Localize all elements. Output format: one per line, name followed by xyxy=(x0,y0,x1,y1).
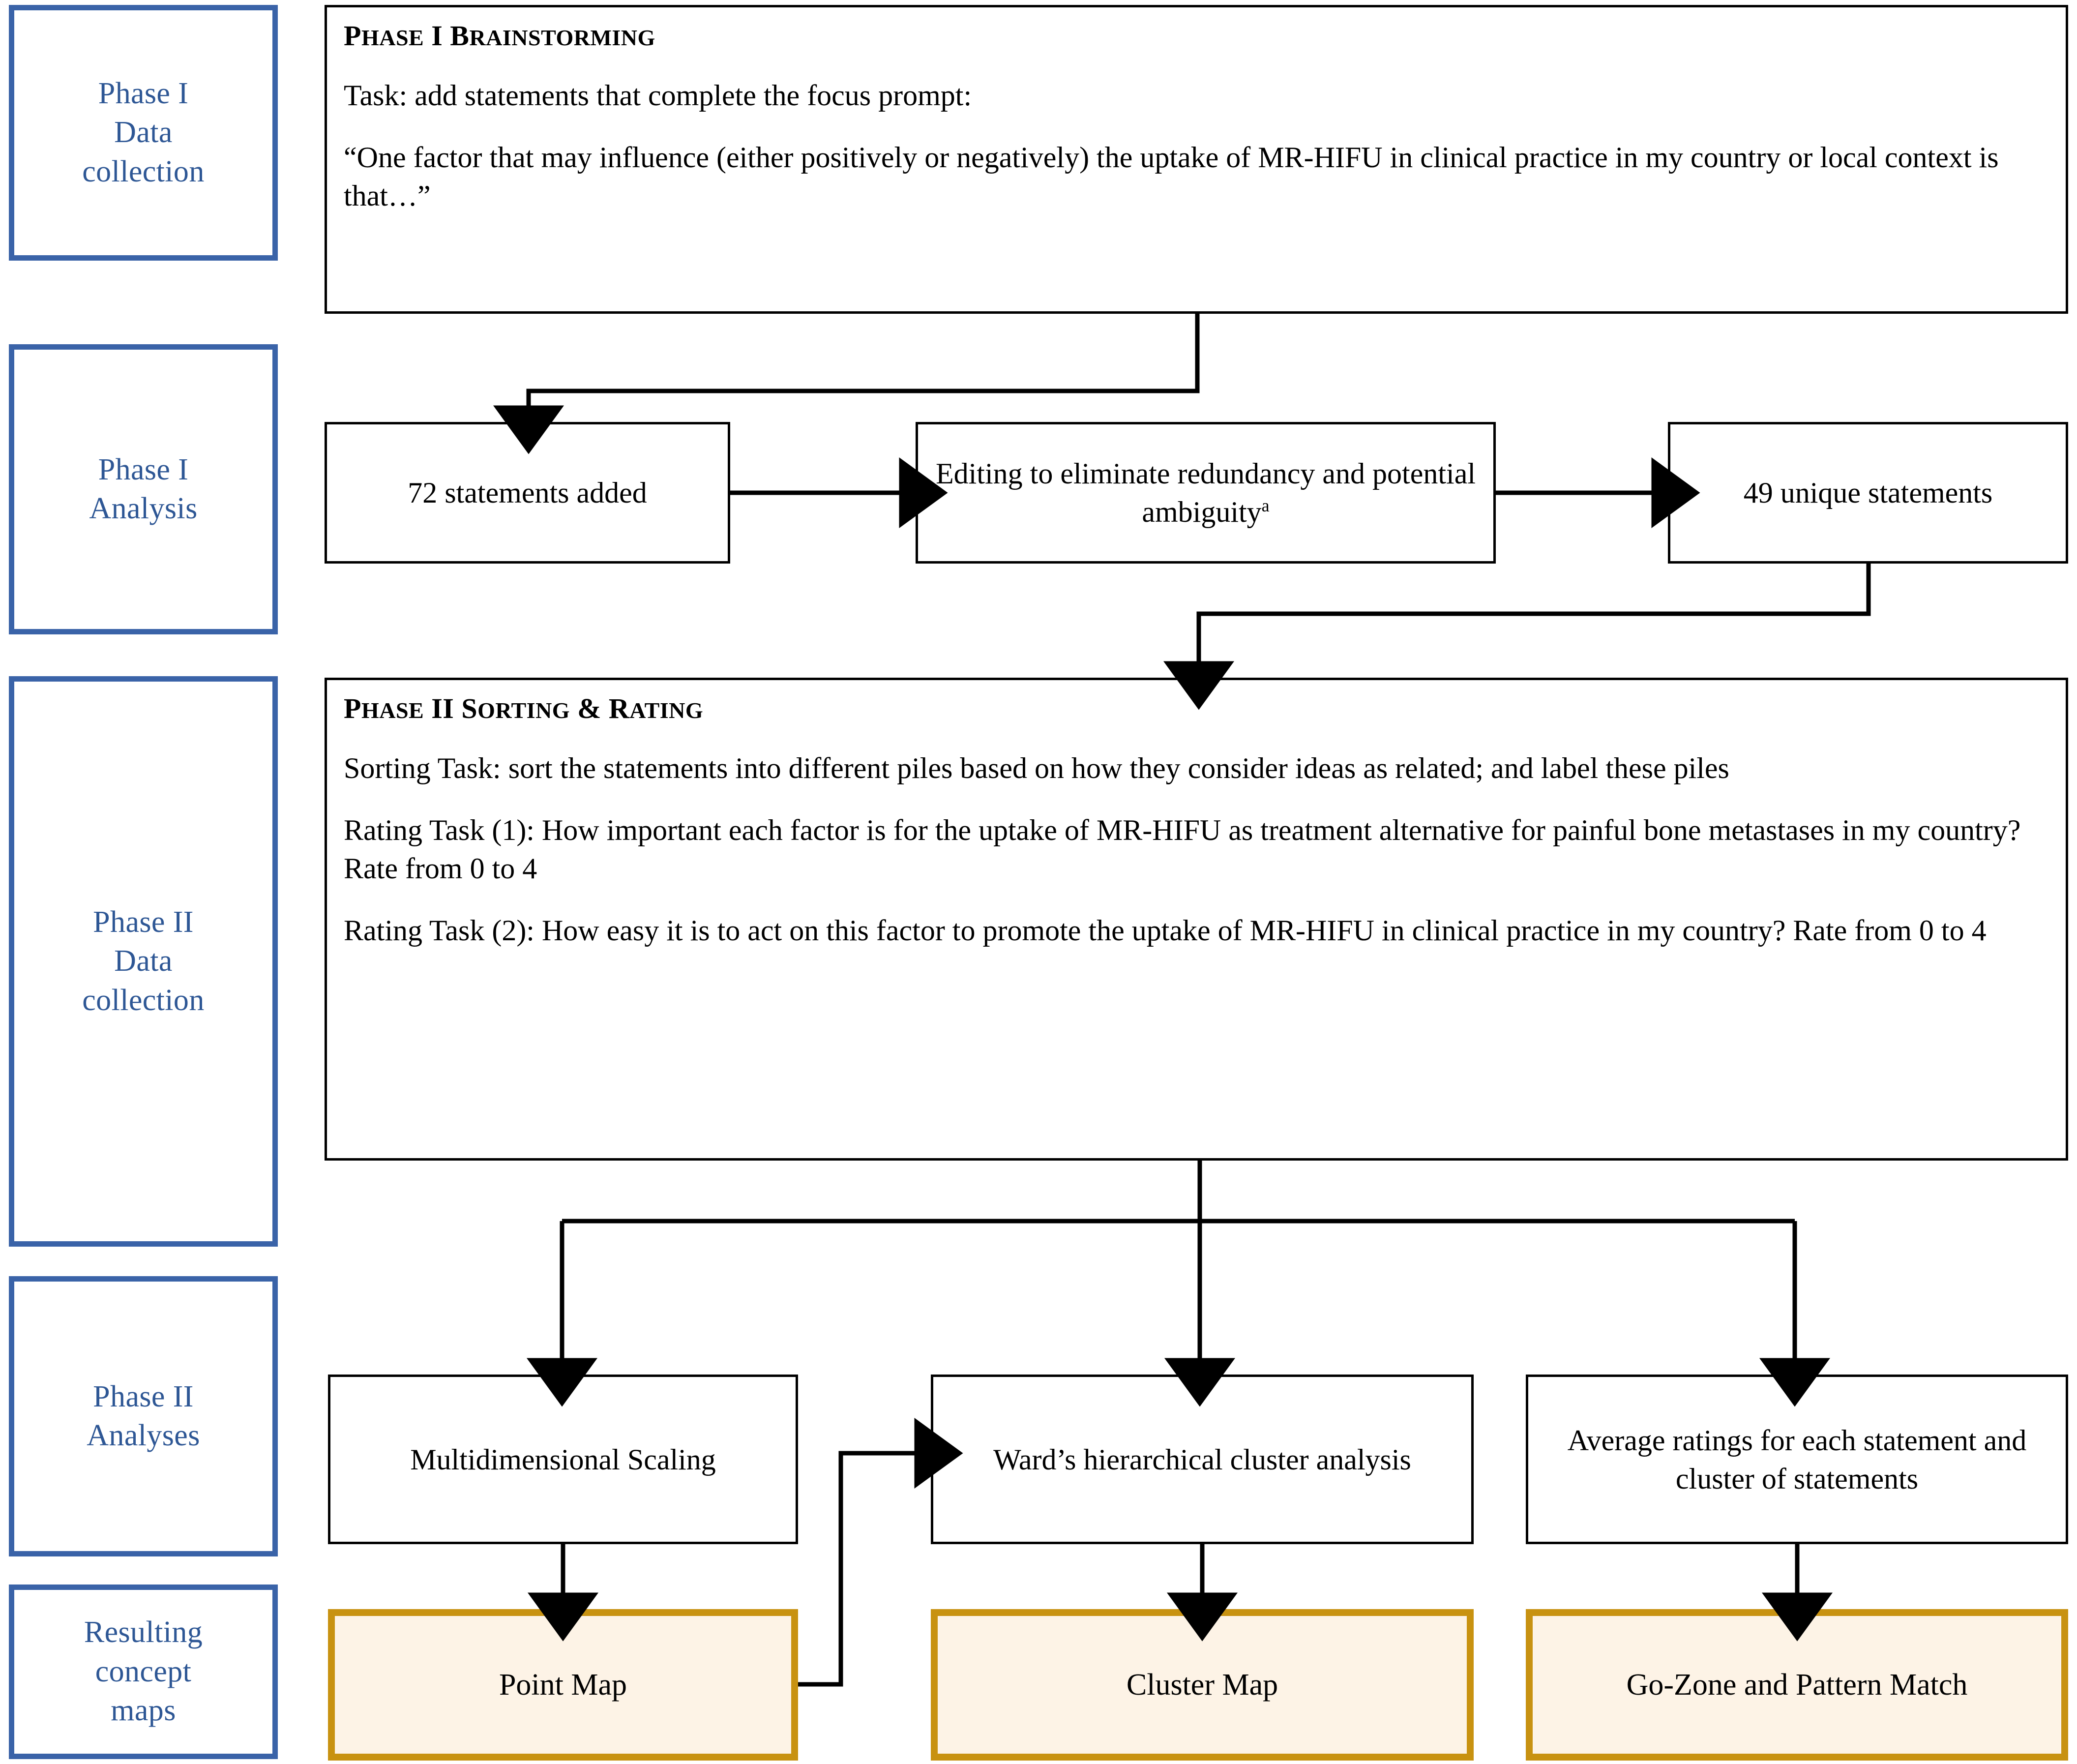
box-ward-cluster-analysis: Ward’s hierarchical cluster analysis xyxy=(931,1375,1474,1544)
phase2-sorting-rating-panel: PHASE II SORTING & RATING Sorting Task: … xyxy=(325,678,2068,1161)
box-label: 49 unique statements xyxy=(1743,477,1993,509)
connector-49statements-to-phase2 xyxy=(1163,564,1871,710)
footnote-marker-a: a xyxy=(1261,496,1270,515)
box-49-unique-statements: 49 unique statements xyxy=(1668,422,2068,564)
box-average-ratings: Average ratings for each statement and c… xyxy=(1526,1375,2068,1544)
box-label: Average ratings for each statement and c… xyxy=(1567,1424,2027,1495)
phase1-prompt-text: “One factor that may influence (either p… xyxy=(344,141,1999,212)
phase2-panel-header: PHASE II SORTING & RATING xyxy=(344,692,704,724)
connector-phase1-to-72statements xyxy=(493,314,1200,454)
result-label: Cluster Map xyxy=(1126,1668,1278,1702)
box-multidimensional-scaling: Multidimensional Scaling xyxy=(328,1375,798,1544)
result-label: Go-Zone and Pattern Match xyxy=(1626,1668,1968,1702)
box-editing-redundancy: Editing to eliminate redundancy and pote… xyxy=(916,422,1496,564)
phase1-task-text: Task: add statements that complete the f… xyxy=(344,79,972,112)
phase1-panel-header: PHASE I BRAINSTORMING xyxy=(344,20,655,52)
phase2-rating-task-2-text: Rating Task (2): How easy it is to act o… xyxy=(344,914,1987,947)
result-cluster-map: Cluster Map xyxy=(931,1609,1474,1761)
result-point-map: Point Map xyxy=(328,1609,798,1761)
box-label: 72 statements added xyxy=(408,477,647,509)
box-72-statements-added: 72 statements added xyxy=(325,422,730,564)
connector-point-map-to-ward xyxy=(798,1418,963,1687)
result-go-zone-pattern-match: Go-Zone and Pattern Match xyxy=(1526,1609,2068,1761)
box-label: Multidimensional Scaling xyxy=(410,1443,716,1476)
result-label: Point Map xyxy=(499,1668,627,1702)
phase1-brainstorming-panel: PHASE I BRAINSTORMING Task: add statemen… xyxy=(325,5,2068,314)
phase2-sorting-task-text: Sorting Task: sort the statements into d… xyxy=(344,752,1729,785)
box-label: Editing to eliminate redundancy and pote… xyxy=(935,457,1476,528)
box-label: Ward’s hierarchical cluster analysis xyxy=(993,1443,1411,1476)
phase2-rating-task-1-text: Rating Task (1): How important each fact… xyxy=(344,814,2021,885)
